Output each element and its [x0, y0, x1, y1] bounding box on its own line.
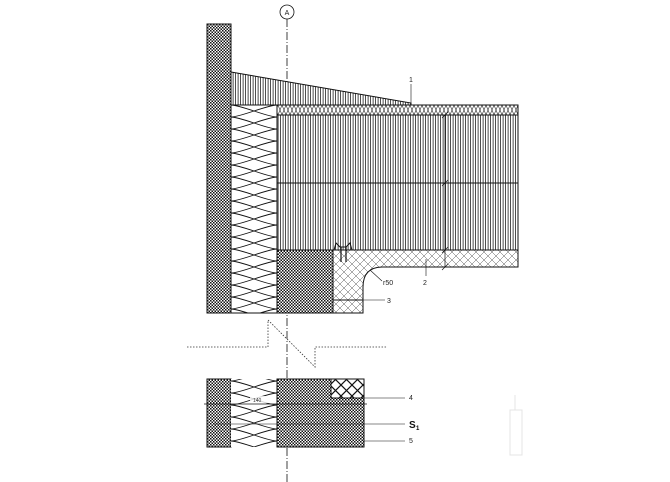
concrete-slab — [332, 249, 519, 314]
roof-membrane-layer — [276, 104, 519, 116]
svg-text:1: 1 — [409, 77, 413, 84]
lower-section: 140 4 S 1 5 — [204, 378, 420, 448]
callout-2: 2 — [423, 259, 427, 287]
sloped-screed — [230, 71, 412, 106]
dimension-line-vertical — [441, 111, 449, 271]
concrete-ring-beam — [276, 249, 334, 314]
svg-text:2: 2 — [423, 280, 427, 287]
masonry-wall-lower — [206, 378, 232, 448]
upper-section: 1 2 r50 3 — [206, 23, 519, 314]
dimension-label: 140 — [253, 398, 262, 404]
slab-lower — [330, 378, 365, 399]
break-line — [187, 319, 387, 368]
thermal-insulation — [230, 104, 278, 314]
callout-1: 1 — [409, 77, 413, 103]
callout-5: 5 — [364, 438, 413, 445]
anchor-fixing — [333, 242, 353, 262]
axis-label: A — [285, 10, 290, 17]
svg-text:4: 4 — [409, 395, 413, 402]
svg-text:S: S — [409, 420, 416, 431]
svg-text:3: 3 — [387, 298, 391, 305]
faint-watermark-mark — [509, 395, 523, 456]
masonry-wall — [206, 23, 232, 314]
insulation-lower — [231, 379, 277, 447]
svg-text:r50: r50 — [383, 280, 393, 287]
section-s1: S 1 — [364, 420, 420, 432]
svg-text:5: 5 — [409, 438, 413, 445]
radius-callout: r50 — [369, 269, 393, 287]
callout-4: 4 — [364, 395, 413, 402]
svg-text:1: 1 — [416, 426, 420, 432]
callout-3: 3 — [363, 298, 391, 305]
